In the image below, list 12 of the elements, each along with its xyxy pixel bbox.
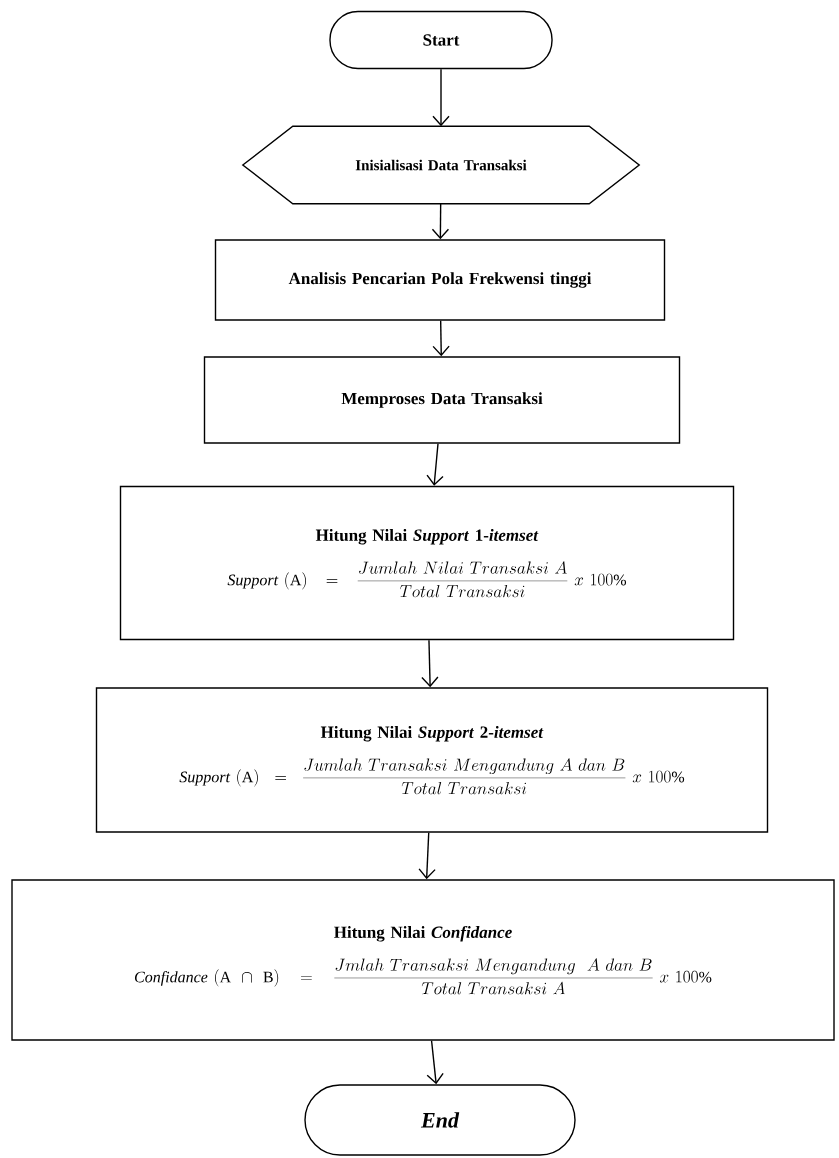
arrow: [426, 443, 444, 486]
process-box: Hitung Nilai Support 1-itemset $\mathit{Support}\ (\mathrm{A}) = \frac{Jumlah\ Nilai\ Transaksi\ A}{Total\ Transaksi}\ x\ 100\%$: [119, 485, 735, 641]
arrow: [432, 320, 450, 357]
arrow: [432, 68, 450, 127]
arrow: [426, 1040, 444, 1085]
process-box: Memproses Data Transaksi: [203, 356, 681, 444]
process-box: Hitung Nilai Confidance $\mathit{Confidance}\ (\mathrm{A} \cap \mathrm{B}) = \frac{Jmlah\ Transaksi\ Mengandung\ \ A\ dan\ B}{Total\ Transaksi\ A}\ x\ 100\%$: [11, 879, 835, 1041]
arrow: [431, 203, 450, 240]
arrow: [421, 639, 439, 688]
process-box: Analisis Pencarian Pola Frekwensi tinggi: [214, 239, 666, 321]
arrow: [418, 832, 436, 880]
process-box: Hitung Nilai Support 2-itemset $\mathit{Support}\ (\mathrm{A}) = \frac{Jumlah\ Transaksi\ Mengandung\ A\ dan\ B}{Total\ Transaksi}\ x\ 100\%$: [95, 687, 769, 833]
